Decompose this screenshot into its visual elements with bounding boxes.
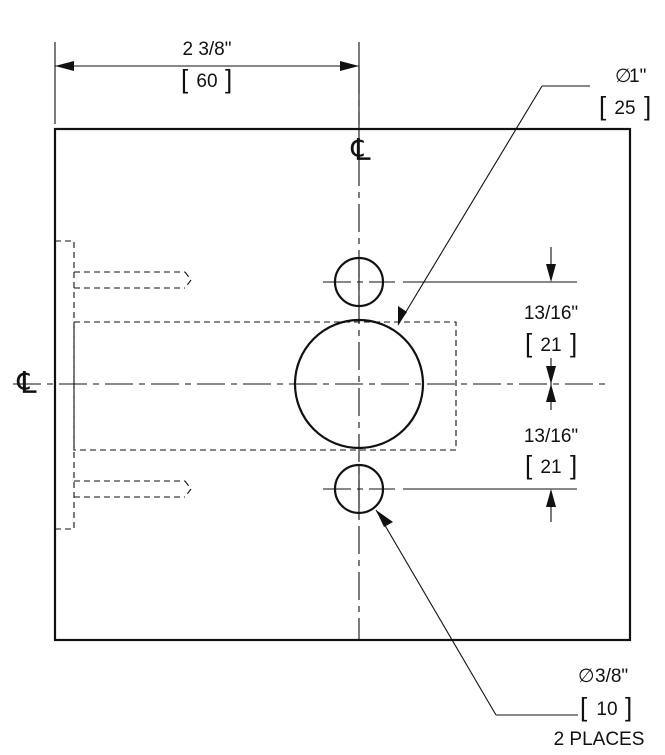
lower-offset-right-bracket: ] [570,450,577,480]
large-hole-imperial: 1" [629,66,646,87]
center-dim-arrow-up [546,384,556,402]
hidden-upper-slot-end [184,271,192,289]
top-width-left-bracket: [ [181,64,189,94]
small-hole-imperial: 3/8" [595,666,628,687]
large-hole-metric: 25 [614,98,635,119]
small-hole-arrow [376,510,393,527]
hidden-rectangle [73,321,457,451]
small-hole-metric: 10 [596,699,617,720]
large-hole-arrow [398,306,407,325]
top-width-imperial: 2 3/8" [182,39,231,60]
large-hole-left-bracket: [ [599,91,607,121]
upper-offset-right-bracket: ] [570,328,577,358]
small-hole-quantity: 2 PLACES [554,729,645,750]
lower-offset-imperial: 13/16" [524,426,578,447]
top-width-metric: 60 [196,71,217,92]
large-hole-diameter-symbol: ∅ [615,66,632,87]
hidden-lower-slot-end [184,480,192,498]
large-hole [293,318,425,450]
vertical-centerline-mark: ℄ [350,134,371,167]
small-hole-right-bracket: ] [625,692,632,722]
small-hole-diameter-symbol: ∅ [578,666,595,687]
lower-offset-metric: 21 [540,457,561,478]
large-hole-right-bracket: ] [644,91,651,121]
large-hole-leader [397,85,543,326]
upper-dim-arrow [546,264,556,282]
upper-offset-imperial: 13/16" [524,303,578,324]
small-hole-left-bracket: [ [580,692,588,722]
lower-dim-arrow [546,489,556,507]
hidden-left-block [54,240,75,530]
horizontal-centerline-mark: ℄ [16,367,37,400]
center-dim-arrow-down [546,366,556,384]
lower-offset-left-bracket: [ [525,450,533,480]
top-dim-arrow-right [340,61,359,71]
upper-offset-left-bracket: [ [525,328,533,358]
top-dim-arrow-left [55,61,74,71]
small-hole-leader [375,509,497,716]
top-width-right-bracket: ] [225,64,232,94]
upper-offset-metric: 21 [540,335,561,356]
